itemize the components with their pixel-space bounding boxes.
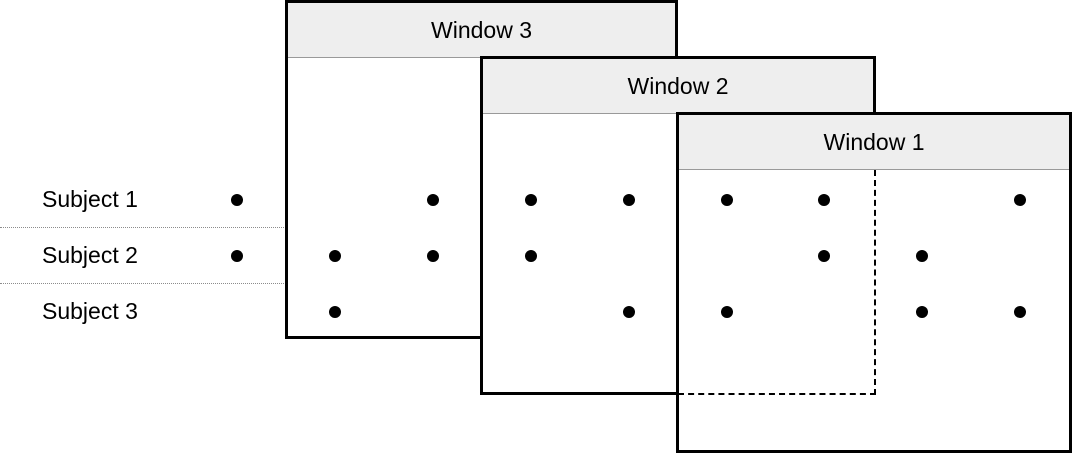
event-dot <box>328 250 341 262</box>
event-dot <box>818 250 831 262</box>
event-dot <box>524 250 537 262</box>
window-2-hidden-edge <box>678 170 876 395</box>
event-dot <box>1014 306 1027 318</box>
subject-1-label: Subject 1 <box>42 186 138 212</box>
event-dot <box>426 194 439 206</box>
event-dot <box>818 194 831 206</box>
event-dot <box>720 306 733 318</box>
event-dot <box>622 194 635 206</box>
event-dot <box>622 306 635 318</box>
event-dot <box>231 194 243 206</box>
event-dot <box>720 194 733 206</box>
event-dot <box>916 306 929 318</box>
subject-3-label: Subject 3 <box>42 298 138 324</box>
event-dot <box>916 250 929 262</box>
event-dot <box>231 250 243 262</box>
event-dot <box>1014 194 1027 206</box>
event-dot <box>426 250 439 262</box>
event-dot <box>328 306 341 318</box>
window-1-header: Window 1 <box>679 115 1069 170</box>
event-dot <box>524 194 537 206</box>
subject-2-label: Subject 2 <box>42 242 138 268</box>
window-2-header: Window 2 <box>483 59 873 114</box>
window-3-header: Window 3 <box>288 3 675 58</box>
